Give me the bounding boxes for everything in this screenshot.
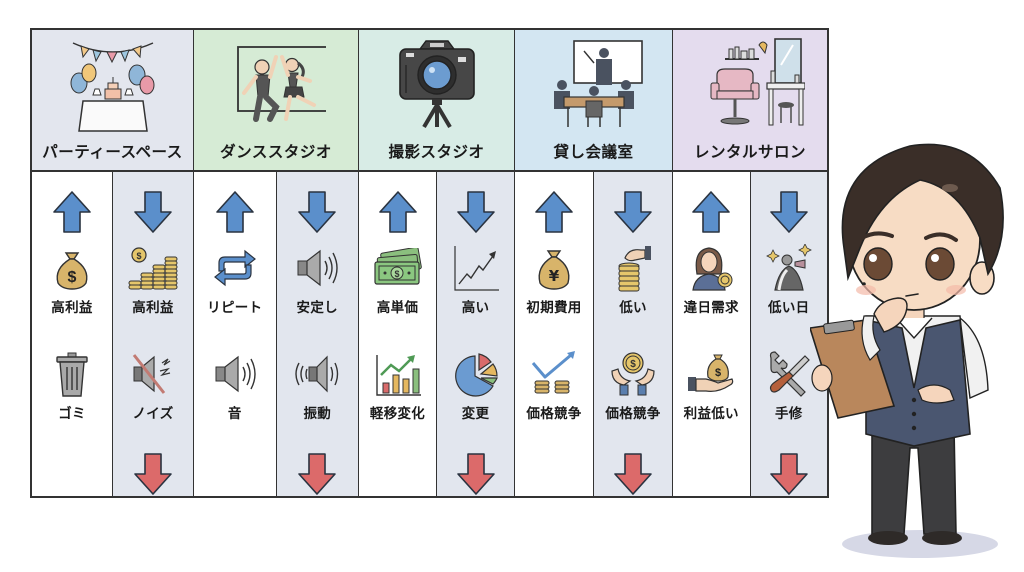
list-item: $ 高利益 <box>113 244 193 316</box>
speaker-icon <box>207 350 263 398</box>
list-item: ノイズ <box>113 350 193 422</box>
arrow-down-icon <box>298 191 337 233</box>
dancers-icon <box>194 30 358 135</box>
list-item: $ 利益低い <box>673 350 750 422</box>
column-header: ダンススタジオ <box>194 30 358 172</box>
disadvantages-column: 安定し 振動 <box>275 172 359 496</box>
arrow-up-icon <box>215 191 254 233</box>
list-item: 振動 <box>277 350 359 422</box>
pie-chart-icon <box>448 350 504 398</box>
svg-text:$: $ <box>68 269 77 286</box>
arrow-down-red-icon <box>614 453 652 495</box>
advantages-column: ¥ 初期費用 価格競争 <box>515 172 593 496</box>
meeting-room-icon <box>515 30 672 135</box>
column-header: 貸し会議室 <box>515 30 672 172</box>
svg-text:¥: ¥ <box>549 267 560 285</box>
arrow-down-icon <box>769 191 808 233</box>
list-item: $ 高単価 <box>359 244 436 316</box>
advantages-column: $ 高単価 軽移変化 <box>359 172 436 496</box>
list-item: ゴミ <box>32 350 112 422</box>
hands-coin-icon: $ <box>605 350 661 398</box>
disadvantages-column: 低い $ 価格競争 <box>593 172 672 496</box>
muted-speaker-noise-icon <box>125 350 181 398</box>
arrow-up-icon <box>535 191 573 233</box>
arrow-down-red-icon <box>456 453 495 495</box>
arrow-down-icon <box>614 191 652 233</box>
arrow-down-red-icon <box>298 453 337 495</box>
column-photo-studio: 撮影スタジオ $ 高単価 軽移変化 <box>359 30 515 496</box>
arrow-down-icon <box>134 191 172 233</box>
svg-text:$: $ <box>136 251 141 261</box>
money-bag-dollar-icon: $ <box>44 244 100 292</box>
list-item: ¥ 初期費用 <box>515 244 593 316</box>
column-meeting-room: 貸し会議室 ¥ 初期費用 価格競争 <box>515 30 673 496</box>
repeat-icon <box>207 244 263 292</box>
column-header: 撮影スタジオ <box>359 30 514 172</box>
price-check-coins-icon <box>526 350 582 398</box>
column-header: レンタルサロン <box>673 30 827 172</box>
list-item: $ 価格競争 <box>594 350 672 422</box>
list-item: 音 <box>194 350 276 422</box>
disadvantages-column: $ 高利益 ノイズ <box>112 172 193 496</box>
arrow-down-icon <box>456 191 495 233</box>
column-title: 貸し会議室 <box>553 143 634 161</box>
disadvantages-column: 高い 変更 <box>436 172 514 496</box>
arrow-up-icon <box>378 191 417 233</box>
speaker-loud-icon <box>289 244 345 292</box>
column-party-space: パーティースペース $ 高利益 ゴミ <box>32 30 194 496</box>
column-rental-salon: レンタルサロン 違日需求 $ 利益低い <box>673 30 827 496</box>
list-item: リピート <box>194 244 276 316</box>
arrow-down-red-icon <box>769 453 808 495</box>
list-item: 低い <box>594 244 672 316</box>
trash-can-icon <box>44 350 100 398</box>
advantages-column: $ 高利益 ゴミ <box>32 172 112 496</box>
wrench-screwdriver-icon <box>761 350 817 398</box>
svg-text:$: $ <box>630 359 636 370</box>
money-bag-yen-icon: ¥ <box>526 244 582 292</box>
hand-money-bag-icon: $ <box>683 350 739 398</box>
arrow-down-red-icon <box>134 453 172 495</box>
column-header: パーティースペース <box>32 30 193 172</box>
column-title: パーティースペース <box>42 143 183 161</box>
column-dance-studio: ダンススタジオ リピート 音 <box>194 30 359 496</box>
list-item: 安定し <box>277 244 359 316</box>
salon-chair-mirror-icon <box>673 30 827 135</box>
comparison-table: パーティースペース $ 高利益 ゴミ <box>30 28 829 498</box>
line-chart-up-icon <box>448 244 504 292</box>
thinking-businessman-illustration <box>808 128 1024 568</box>
arrow-up-icon <box>692 191 731 233</box>
list-item: 価格競争 <box>515 350 593 422</box>
woman-avatar-icon <box>683 244 739 292</box>
speaker-vibration-icon <box>289 350 345 398</box>
coin-stacks-icon: $ <box>125 244 181 292</box>
column-title: 撮影スタジオ <box>388 143 485 161</box>
list-item: $ 高利益 <box>32 244 112 316</box>
bar-chart-trend-icon <box>370 350 426 398</box>
camera-tripod-icon <box>359 30 514 135</box>
list-item: 手修 <box>751 350 828 422</box>
party-table-icon <box>32 30 193 135</box>
column-title: ダンススタジオ <box>220 143 332 161</box>
svg-text:$: $ <box>394 269 399 279</box>
advantages-column: 違日需求 $ 利益低い <box>673 172 750 496</box>
banknotes-icon: $ <box>370 244 426 292</box>
svg-text:$: $ <box>715 367 721 379</box>
list-item: 軽移変化 <box>359 350 436 422</box>
list-item: 変更 <box>437 350 514 422</box>
column-title: レンタルサロン <box>693 143 806 161</box>
list-item: 違日需求 <box>673 244 750 316</box>
list-item: 高い <box>437 244 514 316</box>
advantages-column: リピート 音 <box>194 172 276 496</box>
arrow-up-icon <box>53 191 91 233</box>
hand-coins-icon <box>605 244 661 292</box>
list-item: 低い日 <box>751 244 828 316</box>
cleaning-sparkle-icon <box>761 244 817 292</box>
